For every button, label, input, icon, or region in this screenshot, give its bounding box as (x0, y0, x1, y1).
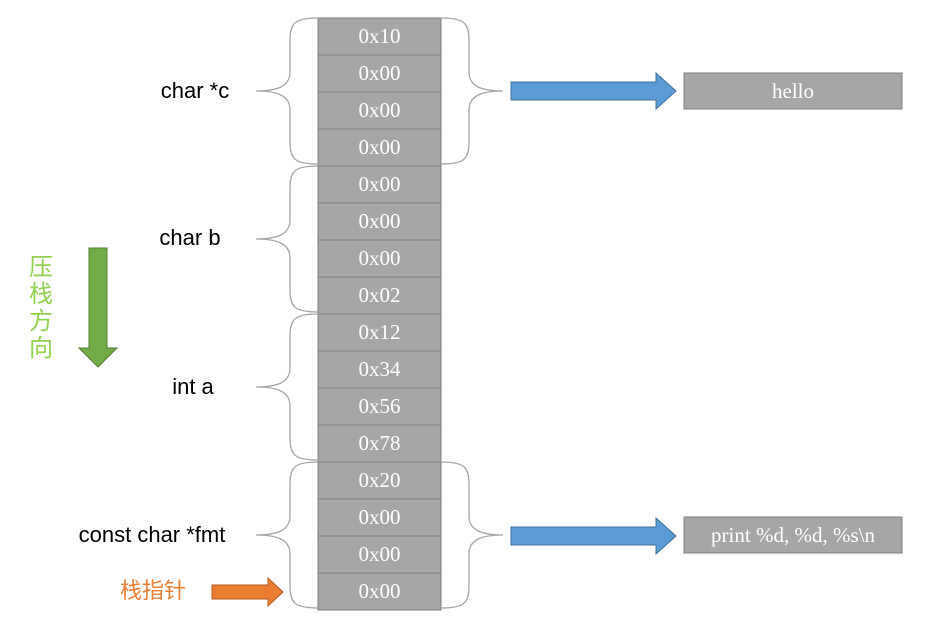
push-direction-char-4: 向 (29, 334, 53, 362)
memory-cell (317, 17, 442, 56)
memory-cell-value: 0x00 (359, 246, 401, 270)
memory-cell-value: 0x56 (359, 394, 401, 418)
memory-cell-value: 0x20 (359, 468, 401, 492)
memory-cell-value: 0x34 (359, 357, 402, 381)
memory-cell-value: 0x00 (359, 542, 401, 566)
brace-char-b-left (255, 165, 319, 313)
brace-fmt-left (255, 461, 319, 609)
memory-cell-value: 0x00 (359, 505, 401, 529)
memory-cell (317, 572, 442, 611)
memory-cell (317, 202, 442, 241)
brace-fmt-right (440, 461, 504, 609)
brace-int-a-left (255, 313, 319, 461)
label-char-b: char b (159, 225, 220, 250)
pointer-arrow-fmt (510, 516, 677, 556)
push-direction-char-3: 方 (29, 307, 53, 335)
label-int-a: int a (172, 374, 214, 399)
stack-pointer-arrow (211, 576, 284, 608)
target-box-hello (683, 72, 903, 110)
push-direction-arrow (77, 247, 119, 368)
memory-cell-value: 0x00 (359, 209, 401, 233)
memory-cell-value: 0x12 (359, 320, 401, 344)
memory-cell (317, 91, 442, 130)
memory-cell-value: 0x02 (359, 283, 401, 307)
memory-cell (317, 276, 442, 315)
label-char-c: char *c (161, 78, 229, 103)
memory-cell (317, 498, 442, 537)
memory-cell (317, 54, 442, 93)
target-box-format (683, 516, 903, 554)
memory-cell-value: 0x00 (359, 579, 401, 603)
push-direction-char-1: 压 (29, 253, 53, 281)
memory-cell (317, 387, 442, 426)
pointer-arrow-c (510, 71, 677, 111)
memory-cell-value: 0x10 (359, 24, 401, 48)
stack-memory-column: 0x10 0x00 0x00 0x00 0x00 0x00 0x00 0x02 0x12 0x34… (317, 17, 442, 611)
label-fmt: const char *fmt (79, 522, 226, 547)
memory-cell (317, 350, 442, 389)
brace-char-c-right (440, 17, 504, 165)
memory-cell-value: 0x78 (359, 431, 401, 455)
memory-cell-value: 0x00 (359, 172, 401, 196)
memory-cell (317, 128, 442, 167)
memory-cell (317, 424, 442, 463)
memory-cell-value: 0x00 (359, 135, 401, 159)
target-format-text: print %d, %d, %s\n (711, 523, 875, 547)
target-hello-text: hello (772, 79, 814, 103)
brace-char-c-left (255, 17, 319, 165)
memory-cell-value: 0x00 (359, 98, 401, 122)
push-direction-char-2: 栈 (29, 280, 53, 308)
memory-cell-value: 0x00 (359, 61, 401, 85)
stack-pointer-label: 栈指针 (120, 579, 186, 604)
